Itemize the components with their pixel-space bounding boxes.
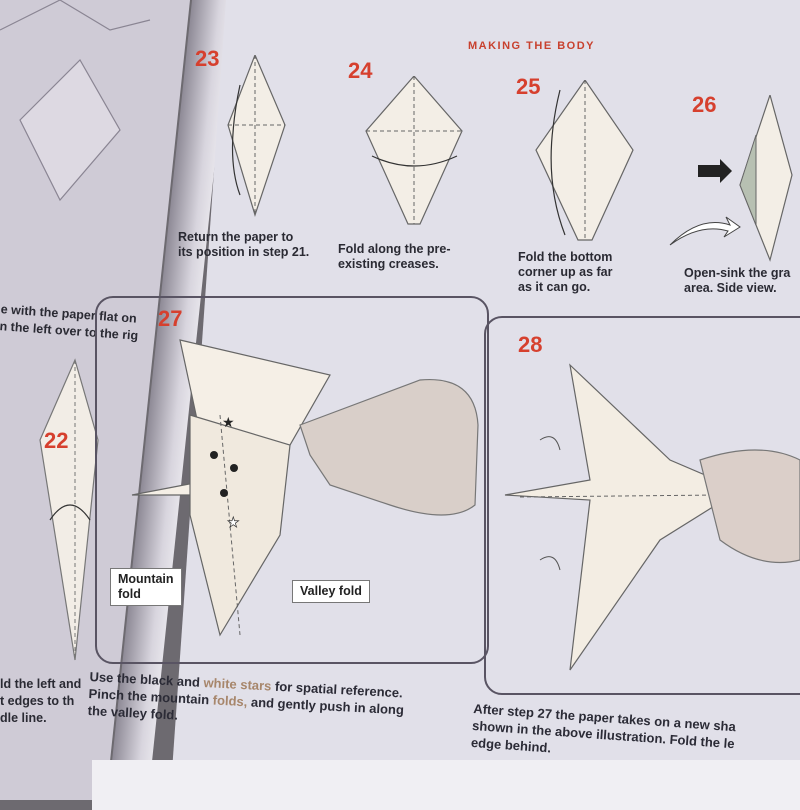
step-26-caption-2: area. Side view. [684, 281, 777, 295]
step-25-diagram [535, 80, 634, 241]
step-25-caption-2: corner up as far [518, 265, 613, 279]
step-25-caption-3: as it can go. [518, 280, 591, 294]
valley-fold-label: Valley fold [292, 580, 370, 603]
svg-text:★: ★ [227, 514, 240, 530]
step-26-diagram [669, 95, 793, 262]
step-24-number: 24 [348, 58, 373, 83]
section-title: MAKING THE BODY [468, 40, 595, 52]
step-23-caption-2: its position in step 21. [178, 245, 310, 259]
step-25-caption-1: Fold the bottom [518, 250, 613, 264]
left-page-illustration [0, 0, 151, 661]
step-28-panel [484, 316, 800, 695]
page-bottom-edge [92, 760, 800, 810]
mountain-label-2: fold [118, 587, 141, 601]
step-28-number: 28 [518, 332, 543, 357]
footer27-folds: folds, [212, 692, 248, 710]
step-24-caption-1: Fold along the pre- [338, 242, 451, 256]
mountain-fold-label: Mountain fold [110, 568, 182, 606]
step-27-diagram: ★ ★ [131, 339, 479, 637]
left-text-line-4: t edges to th [0, 694, 75, 708]
step-25-number: 25 [516, 74, 541, 99]
step-28-diagram [504, 363, 800, 671]
step-27-panel [95, 296, 489, 664]
step-23-caption-1: Return the paper to [178, 230, 294, 244]
step-23-number: 23 [195, 46, 220, 71]
left-text-line-5: dle line. [0, 711, 47, 725]
step-24-diagram [365, 76, 463, 225]
left-text-line-3: ld the left and [0, 677, 82, 691]
step-23-diagram [227, 55, 286, 217]
step-26-number: 26 [692, 92, 717, 117]
step-24-caption-2: existing creases. [338, 257, 439, 271]
step-26-caption-1: Open-sink the gra [684, 266, 791, 280]
mountain-label-1: Mountain [118, 572, 174, 586]
step-27-number: 27 [158, 306, 183, 331]
svg-text:★: ★ [222, 414, 235, 430]
step-22-number: 22 [44, 428, 69, 453]
